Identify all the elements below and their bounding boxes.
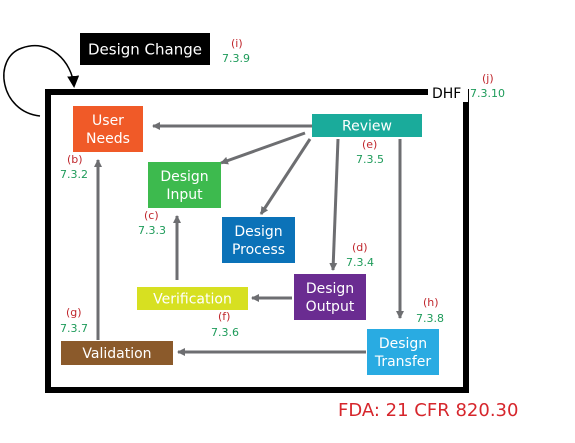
ref-e: (e) 7.3.5 bbox=[356, 138, 384, 166]
design-output-label-line: Output bbox=[306, 299, 355, 315]
arrow-review-to-design-process bbox=[259, 138, 312, 215]
user-needs-label-line: Needs bbox=[86, 131, 130, 147]
ref-b: (b) 7.3.2 bbox=[60, 153, 88, 181]
review-label-line: Review bbox=[342, 119, 392, 135]
ref-h-section: 7.3.8 bbox=[416, 312, 444, 325]
ref-j-section: 7.3.10 bbox=[470, 87, 505, 100]
validation-box bbox=[61, 341, 173, 365]
node-design-change: Design Change bbox=[80, 33, 210, 65]
design-change-box bbox=[80, 33, 210, 65]
dhf-label-backing bbox=[428, 84, 468, 102]
design-change-label-line: Design Change bbox=[88, 40, 202, 58]
verification-label-line: Verification bbox=[153, 292, 232, 308]
validation-label: Validation bbox=[82, 346, 151, 362]
ref-b-letter: (b) bbox=[67, 153, 83, 166]
ref-f: (f) 7.3.6 bbox=[211, 310, 239, 339]
review-label: Review bbox=[342, 119, 392, 135]
design-process-label-line: Process bbox=[232, 242, 285, 258]
user-needs-label-line: User bbox=[92, 113, 124, 129]
node-validation: Validation bbox=[61, 341, 173, 365]
node-verification: Verification bbox=[137, 287, 248, 310]
ref-e-section: 7.3.5 bbox=[356, 153, 384, 166]
arrows bbox=[94, 122, 404, 356]
ref-d-section: 7.3.4 bbox=[346, 256, 374, 269]
fda-reference: FDA: 21 CFR 820.30 bbox=[338, 400, 518, 421]
ref-c-section: 7.3.3 bbox=[138, 224, 166, 237]
ref-c: (c) 7.3.3 bbox=[138, 209, 166, 237]
ref-j-letter: (j) bbox=[482, 72, 494, 85]
design-process-label-line: Design bbox=[234, 224, 282, 240]
ref-c-letter: (c) bbox=[144, 209, 159, 222]
ref-g-letter: (g) bbox=[66, 306, 82, 319]
validation-label-line: Validation bbox=[82, 346, 151, 362]
design-transfer-label-line: Transfer bbox=[374, 354, 432, 370]
ref-b-section: 7.3.2 bbox=[60, 168, 88, 181]
ref-d-letter: (d) bbox=[352, 241, 368, 254]
ref-i: (i) 7.3.9 bbox=[222, 37, 250, 65]
ref-i-section: 7.3.9 bbox=[222, 52, 250, 65]
arrow-review-to-design-output bbox=[329, 138, 340, 271]
ref-e-letter: (e) bbox=[362, 138, 377, 151]
design-change-label: Design Change bbox=[88, 40, 202, 58]
ref-i-letter: (i) bbox=[231, 37, 243, 50]
dhf-label: DHF bbox=[432, 86, 461, 102]
design-output-box bbox=[294, 274, 366, 320]
arrow-review-to-design-input bbox=[220, 131, 306, 165]
design-output-label-line: Design bbox=[306, 281, 354, 297]
verification-box bbox=[137, 287, 248, 310]
design-input-box bbox=[148, 162, 221, 208]
ref-f-section: 7.3.6 bbox=[211, 326, 239, 339]
user-needs-box bbox=[73, 106, 143, 152]
ref-j: (j) 7.3.10 bbox=[470, 72, 505, 100]
verification-label: Verification bbox=[153, 292, 232, 308]
design-transfer-label-line: Design bbox=[379, 336, 427, 352]
dhf-frame bbox=[45, 89, 469, 393]
ref-g-section: 7.3.7 bbox=[60, 322, 88, 335]
ref-d: (d) 7.3.4 bbox=[346, 241, 374, 269]
ref-h: (h) 7.3.8 bbox=[416, 296, 444, 325]
design-transfer-box bbox=[367, 329, 439, 375]
ref-h-letter: (h) bbox=[423, 296, 439, 309]
design-input-label-line: Design bbox=[160, 169, 208, 185]
design-input-label-line: Input bbox=[166, 187, 203, 203]
node-review: Review bbox=[312, 114, 422, 137]
review-box bbox=[312, 114, 422, 137]
design-change-loop-arrow bbox=[3, 45, 80, 117]
design-process-box bbox=[222, 217, 295, 263]
ref-g: (g) 7.3.7 bbox=[60, 306, 88, 335]
ref-f-letter: (f) bbox=[218, 310, 230, 323]
